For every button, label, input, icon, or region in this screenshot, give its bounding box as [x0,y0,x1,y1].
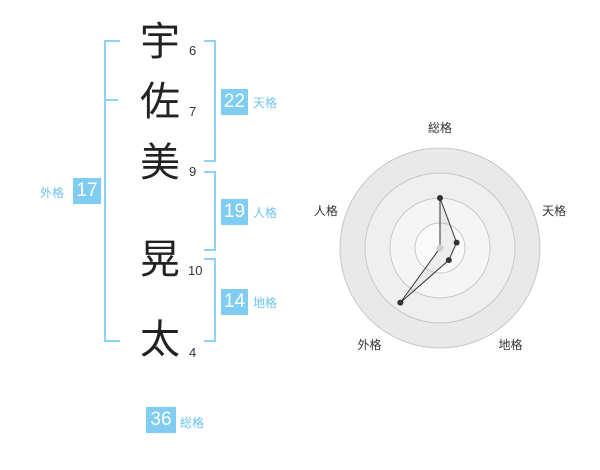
radar-axis-label-2: 天格 [542,203,566,218]
radar-axis-label-3: 地格 [499,337,523,352]
name-char-2: 佐 [140,79,180,125]
stroke-count-2: 7 [189,104,197,119]
stroke-count-3: 9 [189,164,197,179]
name-char-1: 宇 [140,19,180,65]
jinkaku-value: 19 [221,199,248,225]
gaikaku-bracket [104,40,120,342]
tenkaku-value: 22 [221,89,248,115]
soukaku-value: 36 [146,407,176,433]
name-char-4: 晃 [140,237,180,283]
name-char-5: 太 [140,317,180,363]
tenkaku-label: 天格 [253,96,278,110]
radar-center-dot [436,244,444,252]
chikaku-bracket [204,258,216,342]
radar-point-3 [445,257,452,264]
radar-axis-label-1: 総格 [428,120,452,135]
radar-point-2 [453,239,460,246]
soukaku-label: 総格 [180,416,205,430]
gaikaku-label: 外格 [40,186,65,200]
jinkaku-bracket [204,171,216,251]
radar-axis-label-4: 外格 [357,337,381,352]
radar-point-4 [397,299,404,306]
gaikaku-bracket-mid-tick [104,99,118,101]
chikaku-value: 14 [221,289,248,315]
tenkaku-bracket [204,40,216,162]
chikaku-label: 地格 [253,296,278,310]
name-char-3: 美 [140,140,180,186]
stroke-count-5: 4 [189,345,197,360]
jinkaku-label: 人格 [253,206,278,220]
radar-axis-label-5: 人格 [314,203,338,218]
gaikaku-value: 17 [73,178,101,204]
stroke-count-1: 6 [189,43,197,58]
radar-data-polygon [399,197,458,303]
radar-point-1 [437,195,443,201]
stroke-count-4: 10 [188,263,203,278]
